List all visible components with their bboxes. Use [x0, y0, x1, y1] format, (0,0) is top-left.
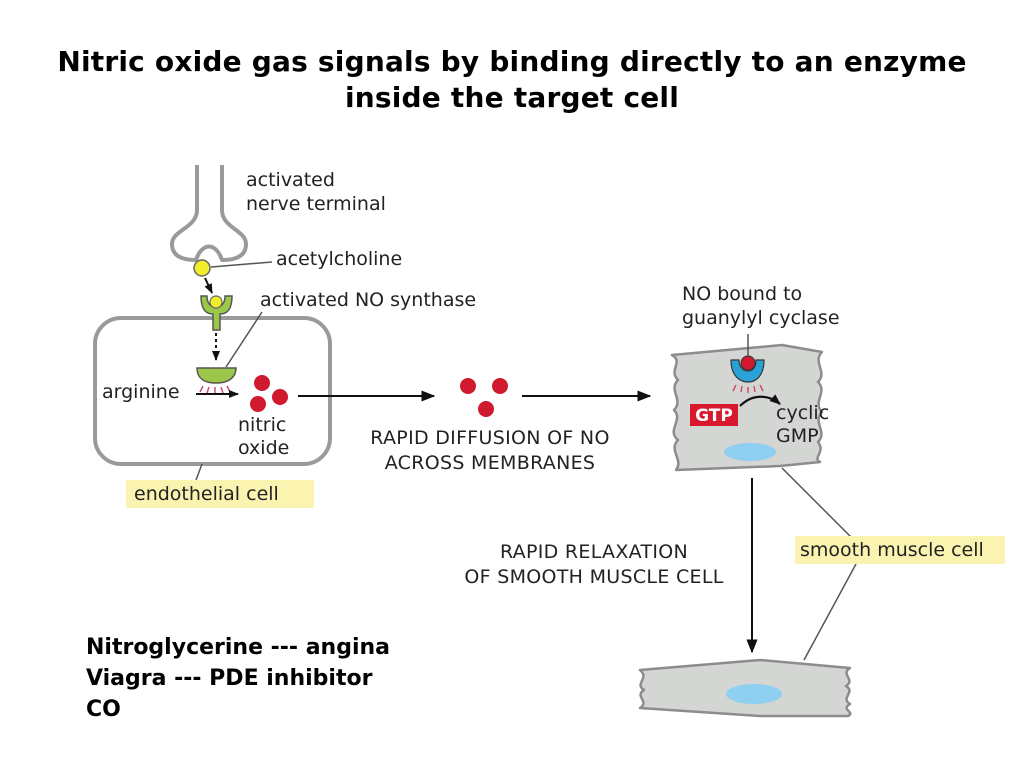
smooth-muscle-cell-contracted [670, 343, 824, 472]
no-bound-label-1: NO bound to [682, 283, 802, 305]
synthase-activity-ticks [199, 385, 231, 394]
smooth-muscle-leader-1 [781, 467, 853, 539]
oxide-label: oxide [238, 437, 289, 459]
diffusion-label-1: RAPID DIFFUSION OF NO [370, 427, 609, 449]
nucleus-contracted [724, 443, 776, 461]
relaxation-label-1: RAPID RELAXATION [500, 541, 688, 563]
relaxation-label-2: OF SMOOTH MUSCLE CELL [464, 566, 723, 588]
no-synthase [196, 367, 237, 384]
note-nitroglycerine: Nitroglycerine --- angina [86, 635, 391, 660]
cyclic-label: cyclic [776, 402, 829, 424]
nerve-terminal-label-2: nerve terminal [246, 193, 386, 215]
no-molecule [254, 375, 270, 391]
bound-no-molecule [740, 355, 756, 371]
guanylyl-cyclase [730, 359, 765, 383]
no-molecule [250, 396, 266, 412]
acetylcholine-label: acetylcholine [276, 248, 402, 270]
note-co: CO [86, 697, 121, 722]
no-molecule [460, 378, 476, 394]
no-synthase-label: activated NO synthase [260, 289, 476, 311]
gmp-label: GMP [776, 425, 819, 447]
title-line-1: Nitric oxide gas signals by binding dire… [57, 45, 967, 78]
gtp-label: GTP [695, 406, 733, 426]
smooth-muscle-cell-label: smooth muscle cell [800, 539, 984, 561]
diffusion-label-2: ACROSS MEMBRANES [385, 452, 596, 474]
nucleus-relaxed [726, 684, 782, 704]
arginine-label: arginine [102, 381, 180, 403]
acetylcholine-leader [210, 261, 273, 268]
nerve-terminal-label-1: activated [246, 169, 335, 191]
endothelial-cell-label: endothelial cell [134, 483, 279, 505]
arrow-ach-to-receptor [204, 277, 213, 294]
cyclase-activity-ticks [732, 384, 764, 393]
acetylcholine-molecule [193, 259, 211, 277]
nerve-terminal [170, 165, 248, 262]
clinical-notes: Nitroglycerine --- angina Viagra --- PDE… [86, 632, 390, 725]
slide-title: Nitric oxide gas signals by binding dire… [40, 44, 984, 116]
no-molecule [478, 401, 494, 417]
no-molecule [272, 389, 288, 405]
nitric-label: nitric [238, 414, 286, 436]
note-viagra: Viagra --- PDE inhibitor [86, 666, 373, 691]
arrow-gtp-to-cgmp [739, 394, 781, 407]
no-synthase-leader [225, 311, 263, 368]
gtp-box [690, 404, 738, 426]
bound-acetylcholine [209, 295, 223, 309]
no-bound-label-2: guanylyl cyclase [682, 307, 840, 329]
title-line-2: inside the target cell [344, 81, 680, 114]
smooth-muscle-leader-2 [803, 563, 857, 661]
smooth-muscle-cell-label-bg [795, 536, 1005, 564]
no-molecule [492, 378, 508, 394]
endothelial-leader [195, 463, 203, 481]
endothelial-cell-label-bg [126, 480, 314, 508]
